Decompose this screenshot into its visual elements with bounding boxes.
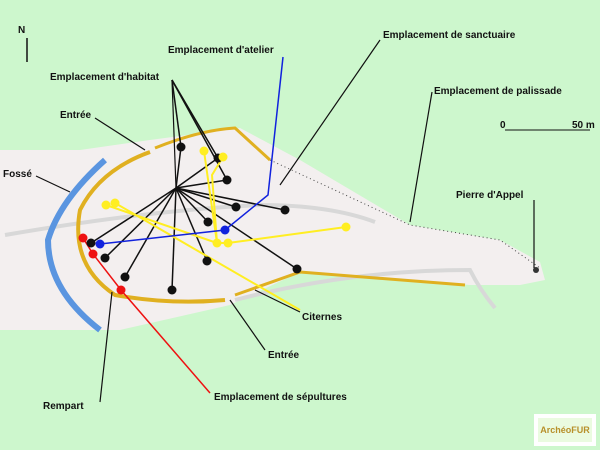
label-palissade: Emplacement de palissade xyxy=(434,86,562,97)
habitat-dot xyxy=(167,285,177,295)
habitat-pointer xyxy=(171,79,228,181)
citernes-line xyxy=(114,202,301,311)
logo: ArchéoFUR xyxy=(534,414,596,446)
citernes-line xyxy=(203,150,347,244)
habitat-line xyxy=(124,187,177,278)
label-rempart: Rempart xyxy=(43,401,84,412)
label-sanctuaire: Emplacement de sanctuaire xyxy=(383,30,516,41)
habitat-dot xyxy=(120,272,130,282)
label-habitat: Emplacement d'habitat xyxy=(50,72,160,83)
habitat-line xyxy=(175,179,228,189)
habitat-line xyxy=(175,187,286,211)
label-pierre-appel: Pierre d'Appel xyxy=(456,190,524,201)
habitat-line xyxy=(175,187,237,208)
label-entree-sud: Entrée xyxy=(268,350,300,361)
habitat-dot xyxy=(176,142,186,152)
label-fosse: Fossé xyxy=(3,169,32,180)
citernes-line xyxy=(210,156,224,244)
habitat-line xyxy=(175,187,209,223)
label-atelier: Emplacement d'atelier xyxy=(168,45,274,56)
habitat-dot xyxy=(292,264,302,274)
scale-start: 0 xyxy=(500,120,506,131)
rempart-wall xyxy=(76,150,226,304)
habitat-line xyxy=(171,187,177,291)
label-entree-nord: Entrée xyxy=(60,110,92,121)
habitat-line xyxy=(175,157,219,189)
sepulture-dot xyxy=(78,233,88,243)
scale-end: 50 m xyxy=(572,120,595,131)
pierre-appel-marker xyxy=(533,267,539,273)
atelier-dot xyxy=(95,239,105,249)
citerne-dot xyxy=(218,152,228,162)
habitat-dot xyxy=(222,175,232,185)
citerne-dot xyxy=(341,222,351,232)
logo-text: ArchéoFUR xyxy=(540,425,590,435)
habitat-line xyxy=(175,187,298,270)
sepulture-dot xyxy=(88,249,98,259)
habitat-line xyxy=(175,146,182,189)
habitat-dot xyxy=(86,238,96,248)
label-sepultures: Emplacement de sépultures xyxy=(214,392,347,403)
citerne-dot xyxy=(223,238,233,248)
atelier-dot xyxy=(220,225,230,235)
citerne-dot xyxy=(101,200,111,210)
citerne-dot xyxy=(199,146,209,156)
habitat-dot xyxy=(203,217,213,227)
north-label: N xyxy=(18,25,25,36)
habitat-dot xyxy=(231,202,241,212)
citernes-line xyxy=(105,204,218,244)
fosse-ditch xyxy=(44,157,107,333)
citerne-dot xyxy=(110,198,120,208)
label-citernes: Citernes xyxy=(302,312,342,323)
citerne-dot xyxy=(212,238,222,248)
habitat-dot xyxy=(100,253,110,263)
habitat-line xyxy=(175,187,208,262)
atelier-line xyxy=(99,56,284,245)
habitat-dot xyxy=(202,256,212,266)
sepulture-dot xyxy=(116,285,126,295)
habitat-pointer xyxy=(171,79,182,148)
habitat-dot xyxy=(280,205,290,215)
path-track-south xyxy=(234,267,497,310)
habitat-line xyxy=(104,187,177,259)
habitat-line xyxy=(90,187,177,244)
